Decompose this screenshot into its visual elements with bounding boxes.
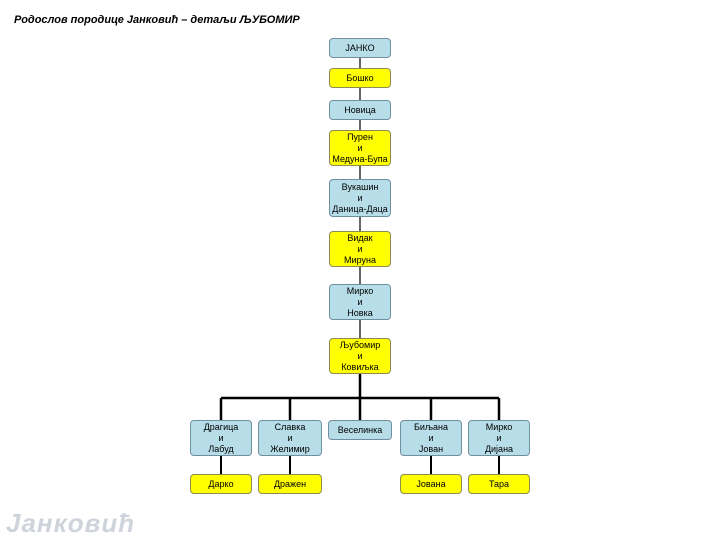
ancestors-node-label: и <box>357 350 363 361</box>
children-node-label: и <box>218 432 224 443</box>
children-node-label: Биљана <box>413 421 449 432</box>
grandchildren-node: Дарко <box>190 474 252 494</box>
ancestors-node-label: Видак <box>347 232 373 243</box>
children-node-label: Мирко <box>485 421 513 432</box>
ancestors-node-label: Љубомир <box>339 339 381 350</box>
footer-family-name: Јанковић <box>6 508 136 538</box>
children-node-label: Веселинка <box>337 424 383 435</box>
grandchildren-node: Дражен <box>258 474 322 494</box>
ancestors-node: Новица <box>329 100 391 120</box>
page-title: Родослов породице Јанковић – детаљи ЉУБО… <box>14 14 300 26</box>
children-node-label: и <box>428 432 434 443</box>
ancestors-node-label: и <box>357 243 363 254</box>
children-node-label: Славка <box>274 421 306 432</box>
children-node-label: Јован <box>418 443 444 454</box>
ancestors-node-label: Бошко <box>346 72 374 83</box>
ancestors-node-label: Мирко <box>346 285 374 296</box>
ancestors-node-label: и <box>357 296 363 307</box>
ancestors-node-label: и <box>357 142 363 153</box>
ancestors-node-label: Новица <box>344 104 376 115</box>
ancestors-node-label: Новка <box>347 307 373 318</box>
grandchildren-node: Тара <box>468 474 530 494</box>
ancestors-node: ЈАНКО <box>329 38 391 58</box>
grandchildren-node-label: Јована <box>416 478 446 489</box>
ancestors-node-label: Даница-Даца <box>332 203 388 214</box>
ancestors-node-label: Мируна <box>344 254 376 265</box>
ancestors-node-label: Пурен <box>347 131 373 142</box>
ancestors-node-label: Вукашин <box>341 181 379 192</box>
grandchildren-node-label: Дражен <box>273 478 307 489</box>
children-node-label: Драгица <box>203 421 239 432</box>
ancestors-node-label: Медуна-Бупа <box>332 153 388 164</box>
children-node-label: Лабуд <box>208 443 234 454</box>
children-node-label: и <box>496 432 502 443</box>
ancestors-node: Бошко <box>329 68 391 88</box>
children-node-label: Дијана <box>484 443 514 454</box>
children-node-label: и <box>287 432 293 443</box>
children-node-label: Желимир <box>270 443 310 454</box>
grandchildren-node-label: Дарко <box>208 478 234 489</box>
grandchildren-node: Јована <box>400 474 462 494</box>
grandchildren-node-label: Тара <box>488 478 510 489</box>
children-node: Веселинка <box>328 420 392 440</box>
ancestors-node-label: ЈАНКО <box>345 42 375 53</box>
ancestors-node-label: и <box>357 192 363 203</box>
ancestors-node-label: Ковиљка <box>341 361 379 372</box>
